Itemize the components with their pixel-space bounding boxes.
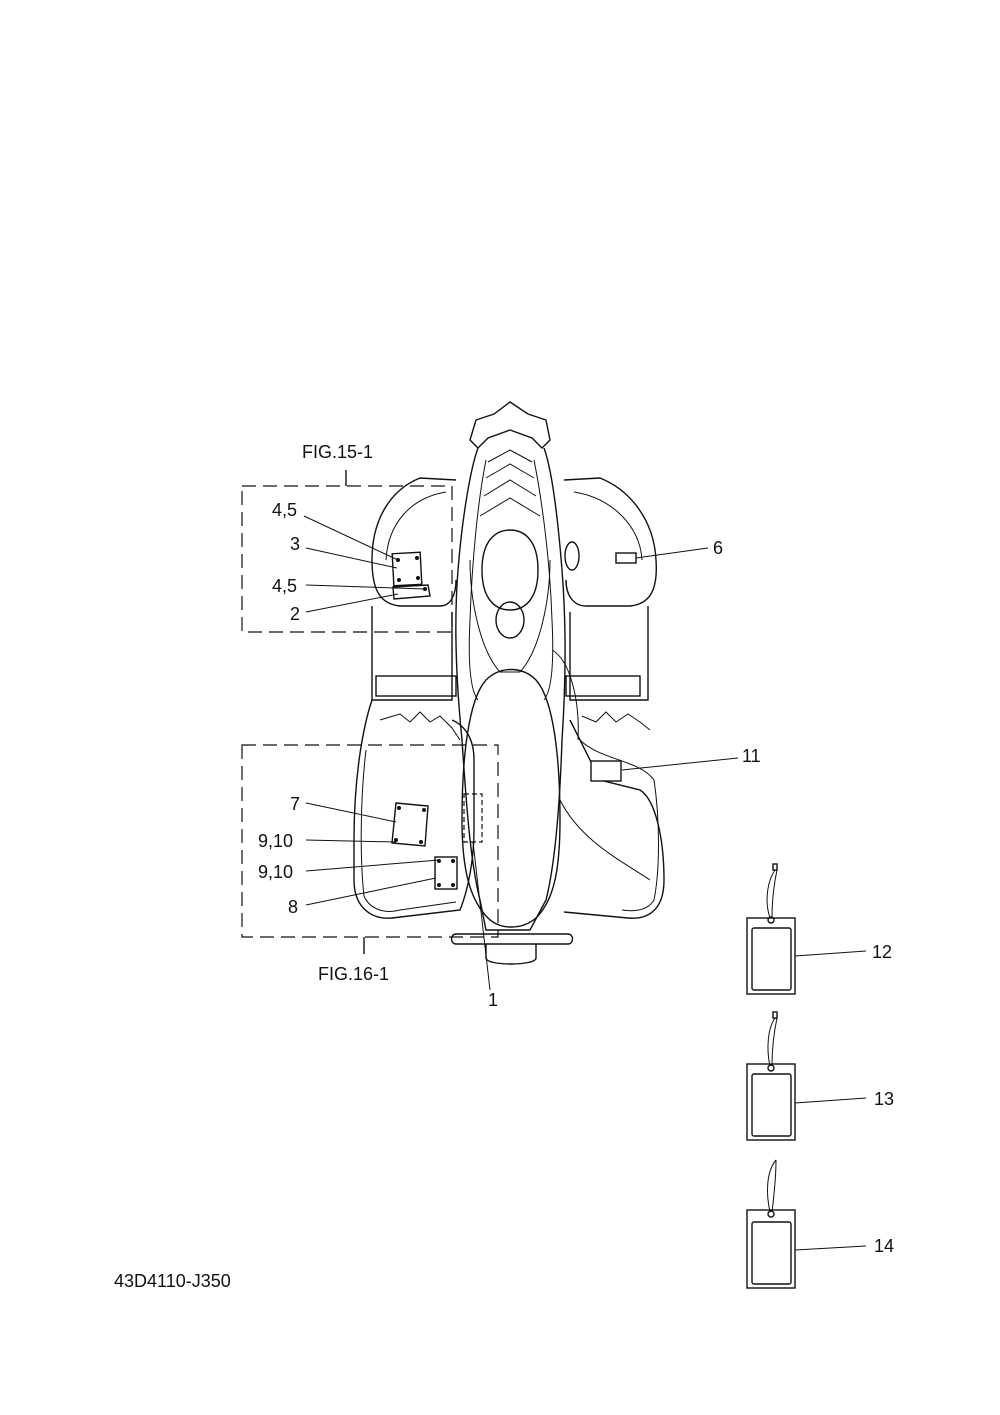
callout-4-5-top: 4,5 [272, 500, 297, 520]
callout-2: 2 [290, 604, 300, 624]
fig-15-reference-label: FIG.15-1 [302, 442, 373, 462]
fig-16-reference-label: FIG.16-1 [318, 964, 389, 984]
callout-11: 11 [742, 746, 761, 766]
part-label-6-sticker [615, 552, 637, 564]
callout-8: 8 [288, 897, 298, 917]
part-label-2-sticker [392, 584, 431, 600]
vehicle-outline [353, 401, 665, 965]
callout-numbers: 4,5 3 4,5 2 6 11 7 9,10 9,10 8 1 [258, 500, 761, 1010]
fig-15-reference-box: FIG.15-1 [241, 442, 453, 633]
diagram-code: 43D4110-J350 [114, 1271, 231, 1291]
callout-12: 12 [872, 942, 892, 962]
callout-3: 3 [290, 534, 300, 554]
part-label-7-sticker [391, 802, 429, 847]
fig-16-reference-box: FIG.16-1 [241, 744, 499, 984]
callout-14: 14 [874, 1236, 894, 1256]
leader-lines [303, 515, 739, 991]
hang-tag-14: 14 [746, 1159, 894, 1289]
part-label-11-sticker [590, 760, 622, 782]
hang-tag-13: 13 [746, 1011, 894, 1141]
callout-4-5-bottom: 4,5 [272, 576, 297, 596]
hang-tag-12: 12 [746, 863, 892, 995]
callout-6: 6 [713, 538, 723, 558]
part-label-8-sticker [434, 856, 458, 890]
part-label-3-sticker [391, 551, 423, 587]
callout-7: 7 [290, 794, 300, 814]
callout-9-10-bottom: 9,10 [258, 862, 293, 882]
callout-1: 1 [488, 990, 498, 1010]
callout-9-10-top: 9,10 [258, 831, 293, 851]
callout-13: 13 [874, 1089, 894, 1109]
